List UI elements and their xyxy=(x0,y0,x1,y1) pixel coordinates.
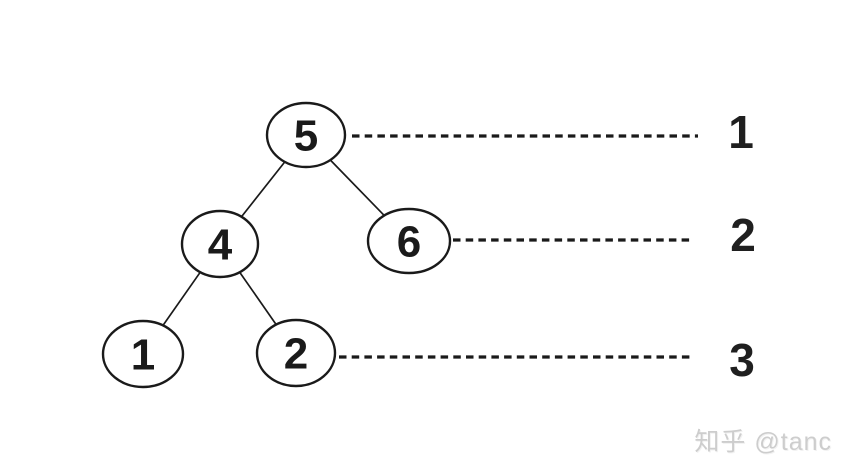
tree-node-4-value: 4 xyxy=(208,221,233,270)
tree-edge-5-6 xyxy=(329,159,385,217)
tree-node-6-value: 6 xyxy=(397,218,421,267)
tree-edge-4-2 xyxy=(238,271,277,326)
tree-node-5-value: 5 xyxy=(294,112,318,161)
watermark: 知乎 @tanc xyxy=(694,428,832,456)
tree-node-6 xyxy=(366,207,452,275)
tree-node-4 xyxy=(180,209,260,279)
tree-node-2-value: 2 xyxy=(284,330,308,379)
tree-node-1 xyxy=(101,319,185,389)
tree-node-1-value: 1 xyxy=(131,331,155,380)
level-3-label: 3 xyxy=(729,334,755,386)
tree-edge-5-4 xyxy=(240,161,286,218)
level-1-label: 1 xyxy=(728,106,754,158)
tree-node-5 xyxy=(265,101,347,169)
level-2-label: 2 xyxy=(730,209,756,261)
tree-node-2 xyxy=(255,318,337,388)
tree-edge-4-1 xyxy=(162,271,201,326)
